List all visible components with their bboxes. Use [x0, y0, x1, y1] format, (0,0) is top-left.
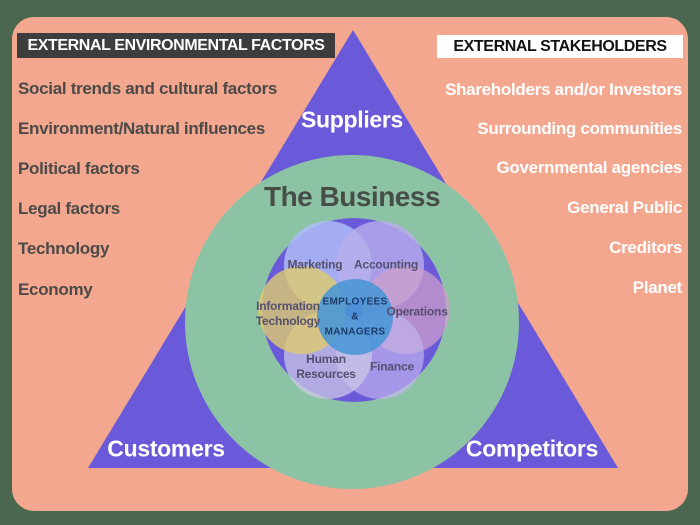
list-item: Legal factors	[18, 199, 120, 218]
env-factors-header: EXTERNAL ENVIRONMENTAL FACTORS	[17, 33, 335, 58]
triangle-label-customers: Customers	[107, 435, 225, 462]
dept-label-finance: Finance	[370, 359, 414, 374]
list-item: Social trends and cultural factors	[18, 79, 278, 98]
dept-label-accounting: Accounting	[354, 257, 418, 272]
business-title: The Business	[263, 181, 441, 212]
list-item: Environment/Natural influences	[18, 119, 265, 138]
stakeholders-header-label: EXTERNAL STAKEHOLDERS	[453, 37, 667, 55]
list-item: General Public	[567, 198, 682, 217]
list-item: Economy	[18, 280, 93, 299]
list-item: Planet	[632, 278, 683, 297]
list-item: Technology	[18, 239, 110, 258]
env-factors-header-label: EXTERNAL ENVIRONMENTAL FACTORS	[27, 36, 325, 54]
core-label-employees-managers: EMPLOYEES & MANAGERS	[322, 296, 388, 338]
core-circle	[317, 279, 393, 355]
list-item: Surrounding communities	[477, 119, 682, 138]
stakeholders-header: EXTERNAL STAKEHOLDERS	[437, 35, 683, 58]
list-item: Political factors	[18, 159, 140, 178]
dept-label-information-technology: Information Technology	[255, 299, 321, 328]
dept-label-operations: Operations	[386, 304, 448, 319]
dept-label-human-resources: Human Resources	[296, 352, 356, 381]
list-item: Shareholders and/or Investors	[445, 80, 682, 99]
list-item: Creditors	[609, 238, 682, 257]
list-item: Governmental agencies	[496, 158, 683, 177]
triangle-label-competitors: Competitors	[465, 435, 599, 462]
dept-label-marketing: Marketing	[287, 257, 343, 272]
triangle-label-suppliers: Suppliers	[300, 106, 404, 133]
